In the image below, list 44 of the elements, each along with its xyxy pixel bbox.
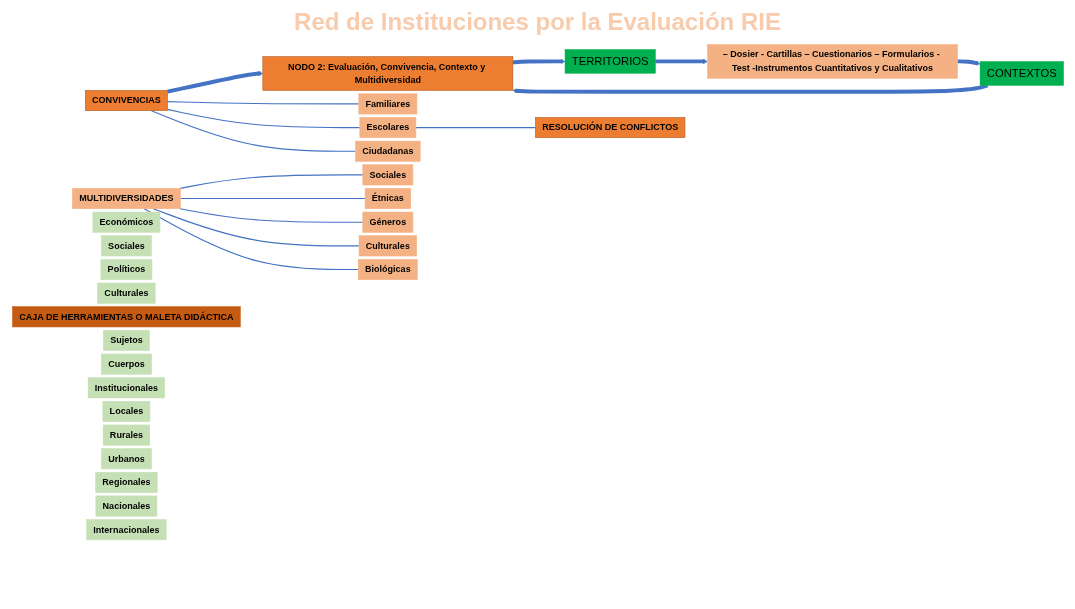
node-box: TERRITORIOS [564, 49, 656, 74]
node-box: CONVIVENCIAS [84, 90, 168, 111]
node-box: Escolares [359, 117, 416, 138]
arrow [166, 71, 263, 94]
node-box: CAJA DE HERRAMIENTAS O MALETA DIDÁCTICA [11, 306, 241, 328]
node-box: Sujetos [102, 330, 150, 351]
node-box: Sociales [362, 164, 413, 186]
arrow [512, 83, 988, 94]
node-box: Ciudadanas [354, 140, 420, 162]
node-box: – Dosier - Cartillas – Cuestionarios – Formularios - Test -Instrumentos Cuantitativos y Cualitativos [706, 44, 958, 79]
node-box: NODO 2: Evaluación, Convivencia, Contexto y Multidiversidad [262, 56, 513, 91]
connector [414, 127, 536, 129]
node-box: Biológicas [357, 259, 418, 280]
arrow [956, 59, 980, 66]
connector [143, 208, 359, 271]
node-box: Culturales [358, 235, 417, 257]
node-box: Culturales [96, 282, 155, 304]
arrow [512, 58, 565, 65]
node-box: RESOLUCIÓN DE CONFLICTOS [534, 117, 685, 138]
arrow [654, 58, 708, 64]
node-box: Económicos [92, 211, 160, 233]
connector [152, 208, 360, 247]
connector [179, 198, 366, 200]
node-box: Políticos [100, 259, 152, 280]
node-box: Regionales [94, 472, 157, 493]
node-box: Familiares [358, 93, 417, 115]
node-box: Cuerpos [100, 353, 152, 375]
node-box: Internacionales [85, 519, 166, 541]
node-box: Étnicas [364, 188, 411, 209]
connector [178, 208, 363, 223]
node-box: Institucionales [87, 377, 165, 399]
node-box: Nacionales [95, 495, 157, 517]
node-box: MULTIDIVERSIDADES [71, 188, 181, 209]
connector [166, 108, 360, 129]
node-box: CONTEXTOS [979, 61, 1064, 86]
connector [166, 101, 359, 105]
node-box: Urbanos [100, 448, 152, 470]
node-box: Locales [102, 401, 150, 422]
node-box: Rurales [102, 424, 150, 446]
node-box: Géneros [362, 211, 413, 233]
diagram-title: Red de Instituciones por la Evaluación RIE [293, 8, 782, 36]
connector [150, 110, 356, 152]
connector [178, 174, 363, 189]
node-box: Sociales [100, 235, 152, 257]
